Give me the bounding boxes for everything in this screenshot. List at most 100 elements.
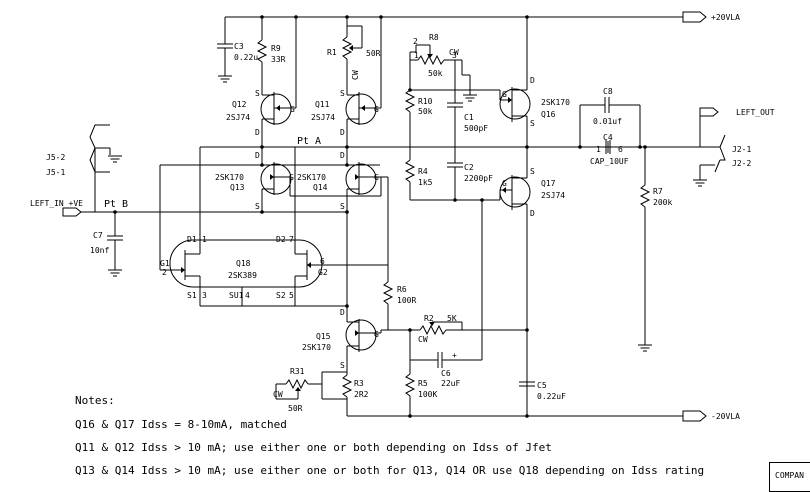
- c2-capacitor: C2 2200pF: [447, 162, 493, 200]
- pt-a-label: Pt A: [297, 136, 321, 147]
- c6-capacitor: + C6 22uF: [409, 200, 483, 388]
- r10-value: 50k: [418, 107, 433, 116]
- q11-jfet: S D G Q11 2SJ74: [311, 17, 382, 147]
- r8-ref: R8: [429, 33, 439, 42]
- q18-pin-s2: S2: [276, 291, 286, 300]
- r8-pin-2: 2: [413, 37, 418, 46]
- r31-ref: R31: [290, 367, 305, 376]
- c7-capacitor: C7 10nf: [90, 212, 123, 277]
- q17-pin-g: G: [502, 179, 507, 188]
- q18-pin-d1: D1: [187, 235, 197, 244]
- r3-resistor: R3 2R2: [341, 374, 369, 416]
- c1-value: 500pF: [464, 124, 488, 133]
- q18-pin-6: 6: [320, 257, 325, 266]
- q17-ref: Q17: [541, 179, 556, 188]
- q18-pin-g1: G1: [160, 259, 170, 268]
- r7-ref: R7: [653, 187, 663, 196]
- j2-1-label: J2-1: [732, 145, 751, 154]
- q11-part: 2SJ74: [311, 113, 335, 122]
- q18-pin-7: 7: [289, 235, 294, 244]
- q15-part: 2SK170: [302, 343, 331, 352]
- r6-value: 100R: [397, 296, 416, 305]
- c7-ref: C7: [93, 231, 103, 240]
- c3-capacitor: C3 0.22u: [217, 17, 258, 83]
- q13-pin-g: G: [289, 173, 294, 182]
- q18-pin-2: 2: [162, 268, 167, 277]
- j5-connector: J5-2 J5-1: [46, 124, 123, 212]
- q11-pin-d: D: [340, 128, 345, 137]
- notes-heading: Notes:: [75, 394, 115, 407]
- neg-rail: -20VLA: [347, 410, 740, 422]
- r8-potentiometer: R8 2 1 3 CW 50k: [409, 33, 478, 102]
- j5-1-label: J5-1: [46, 168, 65, 177]
- q16-part: 2SK170: [541, 98, 570, 107]
- q14-ref: Q14: [313, 183, 328, 192]
- c5-ref: C5: [537, 381, 547, 390]
- c3-ref: C3: [234, 42, 244, 51]
- c8-value: 0.01uf: [593, 117, 622, 126]
- c4-ref: C4: [603, 133, 613, 142]
- q11-pin-s: S: [340, 89, 345, 98]
- r4-ref: R4: [418, 167, 428, 176]
- neg-rail-label: -20VLA: [711, 412, 740, 421]
- c6-value: 22uF: [441, 379, 460, 388]
- pt-a-node: Pt A: [200, 136, 720, 148]
- q12-jfet: S D G Q12 2SJ74: [226, 17, 297, 147]
- r8-value: 50k: [428, 69, 443, 78]
- q18-pin-3: 3: [202, 291, 207, 300]
- c1-ref: C1: [464, 113, 474, 122]
- r1-potentiometer: R1 50R CW: [327, 17, 381, 85]
- q15-jfet: D S G Q15 2SK170: [302, 212, 388, 375]
- q16-ref: Q16: [541, 110, 556, 119]
- output-port-flag: [699, 107, 719, 117]
- q16-pin-g: G: [502, 90, 507, 99]
- q18-pin-4: 4: [245, 291, 250, 300]
- q13-ref: Q13: [230, 183, 245, 192]
- q18-pin-s1: S1: [187, 291, 197, 300]
- output-port: LEFT_OUT: [699, 107, 775, 147]
- q14-jfet: D S G 2SK170 Q14: [289, 147, 382, 212]
- c5-capacitor: C5 0.22uF: [519, 376, 566, 401]
- q12-ref: Q12: [232, 100, 247, 109]
- pos-rail: +20VLA: [225, 11, 740, 23]
- c8-ref: C8: [603, 87, 613, 96]
- q18-pin-d2: D2: [276, 235, 286, 244]
- r1-ref: R1: [327, 48, 337, 57]
- c4-capacitor: C4 1 6 CAP_10UF: [590, 133, 629, 166]
- q12-pin-s: S: [255, 89, 260, 98]
- r9-value: 33R: [271, 55, 286, 64]
- j2-connector: J2-1 J2-2: [692, 134, 751, 187]
- r2-cw: CW: [418, 335, 428, 344]
- r7-value: 200k: [653, 198, 672, 207]
- r6-resistor: R6 100R: [381, 176, 416, 330]
- c4-pin-1: 1: [596, 145, 601, 154]
- c4-value: CAP_10UF: [590, 157, 629, 166]
- r31-potentiometer: R31 CW 50R: [273, 367, 347, 413]
- q14-pin-d: D: [340, 151, 345, 160]
- q14-part: 2SK170: [297, 173, 326, 182]
- q15-pin-s: S: [340, 361, 345, 370]
- q12-part: 2SJ74: [226, 113, 250, 122]
- r5-resistor: R5 100K: [404, 360, 437, 416]
- note-line-1: Q16 & Q17 Idss = 8-10mA, matched: [75, 418, 287, 431]
- input-port-flag: [62, 207, 82, 217]
- note-line-3: Q13 & Q14 Idss > 10 mA; use either one o…: [75, 464, 705, 477]
- q13-jfet: D S G 2SK170 Q13: [215, 147, 294, 212]
- c6-ref: C6: [441, 369, 451, 378]
- r1-cw: CW: [351, 70, 360, 80]
- c2-ref: C2: [464, 163, 474, 172]
- q13-part: 2SK170: [215, 173, 244, 182]
- r9-ref: R9: [271, 44, 281, 53]
- r31-cw: CW: [273, 390, 283, 399]
- q13-pin-s: S: [255, 202, 260, 211]
- j5-2-label: J5-2: [46, 153, 65, 162]
- q17-jfet: S D G Q17 2SJ74: [499, 167, 565, 416]
- q18-sub: SU1: [229, 291, 244, 300]
- q12-pin-d: D: [255, 128, 260, 137]
- input-port-label: LEFT_IN_+VE: [30, 199, 83, 208]
- c6-plus: +: [452, 351, 457, 360]
- q16-jfet: D S G 2SK170 Q16: [410, 17, 570, 170]
- c4-pin-6: 6: [618, 145, 623, 154]
- r10-resistor: R10 50k: [404, 89, 433, 160]
